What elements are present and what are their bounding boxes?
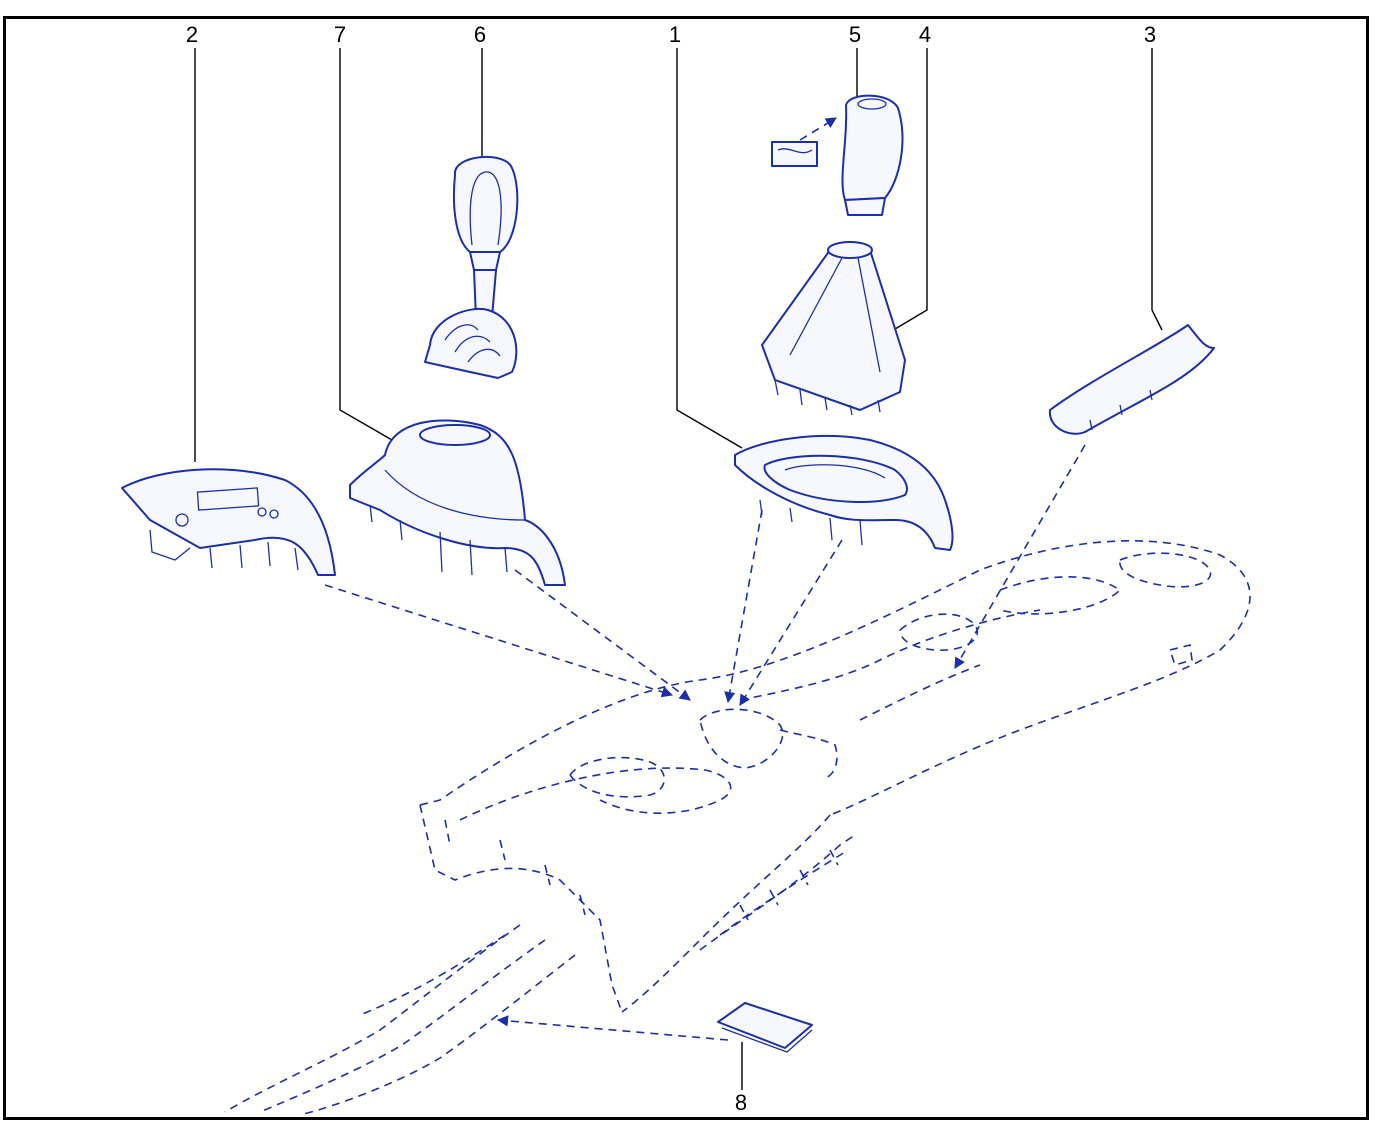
selector-panel-part-2 [121, 468, 336, 576]
assembly-arrows [324, 444, 1086, 1041]
center-console-outline [224, 540, 1251, 1116]
shift-knob-part-5 [771, 94, 904, 216]
trim-strip-part-3 [1048, 324, 1215, 435]
callout-6: 6 [474, 22, 486, 156]
callout-label-3: 3 [1144, 22, 1156, 47]
callout-2: 2 [186, 22, 198, 462]
callout-1: 1 [669, 22, 743, 449]
dome-cover-part-7 [349, 419, 566, 586]
diagram-frame [3, 16, 1369, 1120]
callout-5: 5 [849, 22, 861, 98]
callout-3: 3 [1144, 22, 1163, 331]
callout-label-6: 6 [474, 22, 486, 47]
callout-label-2: 2 [186, 22, 198, 47]
shifter-bezel-part-1 [734, 435, 954, 551]
callout-label-5: 5 [849, 22, 861, 47]
callout-8: 8 [735, 1042, 747, 1115]
gear-lever-part-6 [424, 155, 519, 379]
callout-4: 4 [889, 22, 931, 333]
callout-label-1: 1 [669, 22, 681, 47]
label-card-part-8 [717, 1002, 813, 1053]
callout-label-4: 4 [919, 22, 931, 47]
callout-7: 7 [334, 22, 393, 441]
callout-label-8: 8 [735, 1090, 747, 1115]
callout-label-7: 7 [334, 22, 346, 47]
gear-boot-part-4 [761, 241, 906, 416]
